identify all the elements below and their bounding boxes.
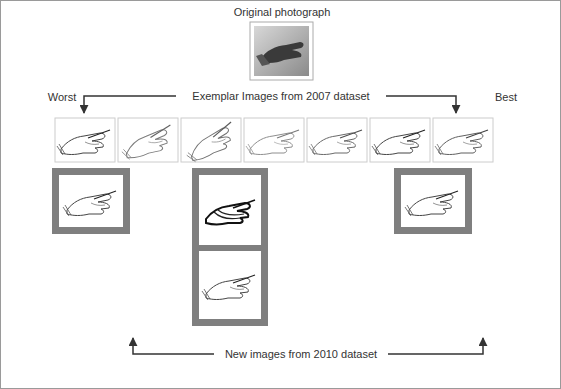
dataset-heading: Exemplar Images from 2007 dataset	[190, 90, 371, 103]
photo-caption: Original photograph	[232, 6, 333, 19]
scale-end-label: Best	[493, 91, 519, 104]
scale-end-label: Worst	[46, 91, 79, 104]
dataset-heading: New images from 2010 dataset	[223, 348, 379, 361]
